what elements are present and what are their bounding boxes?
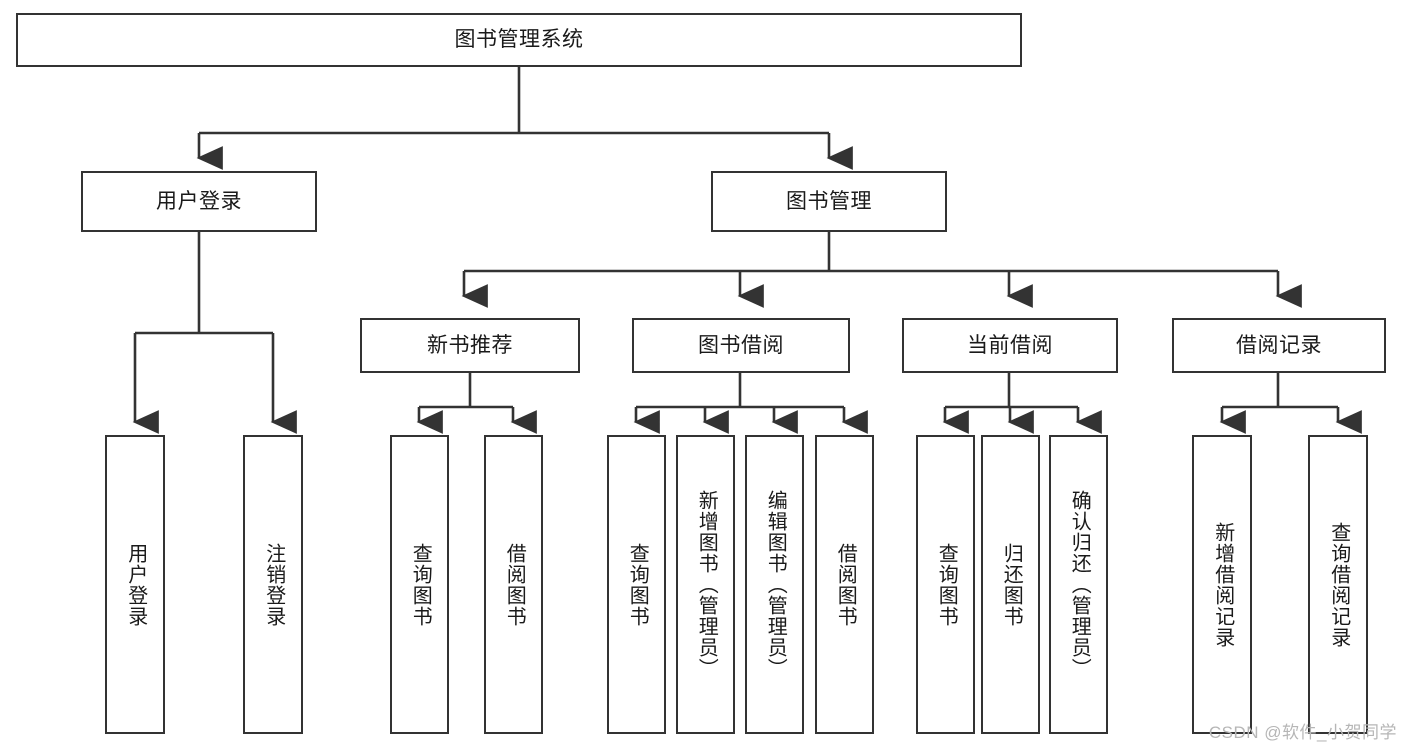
leaf-query-book-1-label: 查询图书 [409, 542, 432, 627]
leaf-user-logout-label: 注销登录 [262, 542, 285, 627]
leaf-add-borrow-record[interactable]: 新增借阅记录 [1192, 435, 1252, 734]
leaf-edit-book-label: 编辑图书（管理员） [764, 490, 787, 679]
node-user-login[interactable]: 用户登录 [81, 171, 317, 232]
leaf-query-book-2[interactable]: 查询图书 [607, 435, 666, 734]
leaf-query-book-3-label: 查询图书 [935, 542, 958, 627]
node-borrow-record-label: 借阅记录 [1236, 333, 1322, 357]
leaf-query-borrow-record-label: 查询借阅记录 [1327, 521, 1350, 648]
node-borrow-record[interactable]: 借阅记录 [1172, 318, 1386, 373]
leaf-confirm-return[interactable]: 确认归还（管理员） [1049, 435, 1108, 734]
leaf-borrow-book-1-label: 借阅图书 [503, 542, 526, 627]
leaf-user-login[interactable]: 用户登录 [105, 435, 165, 734]
node-book-management[interactable]: 图书管理 [711, 171, 947, 232]
node-book-management-label: 图书管理 [786, 189, 872, 213]
leaf-confirm-return-label: 确认归还（管理员） [1068, 490, 1091, 679]
node-current-borrow[interactable]: 当前借阅 [902, 318, 1118, 373]
csdn-watermark: CSDN @软件_小贺同学 [1208, 723, 1397, 742]
leaf-user-logout[interactable]: 注销登录 [243, 435, 303, 734]
node-book-borrow[interactable]: 图书借阅 [632, 318, 850, 373]
node-user-login-label: 用户登录 [156, 189, 242, 213]
leaf-return-book-label: 归还图书 [1000, 542, 1023, 627]
leaf-borrow-book-2[interactable]: 借阅图书 [815, 435, 874, 734]
leaf-return-book[interactable]: 归还图书 [981, 435, 1040, 734]
leaf-query-book-2-label: 查询图书 [626, 542, 649, 627]
leaf-edit-book[interactable]: 编辑图书（管理员） [745, 435, 804, 734]
node-root-label: 图书管理系统 [454, 28, 584, 52]
node-new-book-recommend-label: 新书推荐 [427, 333, 513, 357]
leaf-borrow-book-1[interactable]: 借阅图书 [484, 435, 543, 734]
leaf-query-borrow-record[interactable]: 查询借阅记录 [1308, 435, 1368, 734]
node-book-borrow-label: 图书借阅 [698, 333, 784, 357]
leaf-query-book-1[interactable]: 查询图书 [390, 435, 449, 734]
leaf-add-book[interactable]: 新增图书（管理员） [676, 435, 735, 734]
node-root[interactable]: 图书管理系统 [16, 13, 1022, 67]
leaf-user-login-label: 用户登录 [124, 542, 147, 627]
node-current-borrow-label: 当前借阅 [967, 333, 1053, 357]
leaf-add-borrow-record-label: 新增借阅记录 [1211, 521, 1234, 648]
node-new-book-recommend[interactable]: 新书推荐 [360, 318, 580, 373]
leaf-borrow-book-2-label: 借阅图书 [834, 542, 857, 627]
leaf-query-book-3[interactable]: 查询图书 [916, 435, 975, 734]
leaf-add-book-label: 新增图书（管理员） [695, 490, 718, 679]
